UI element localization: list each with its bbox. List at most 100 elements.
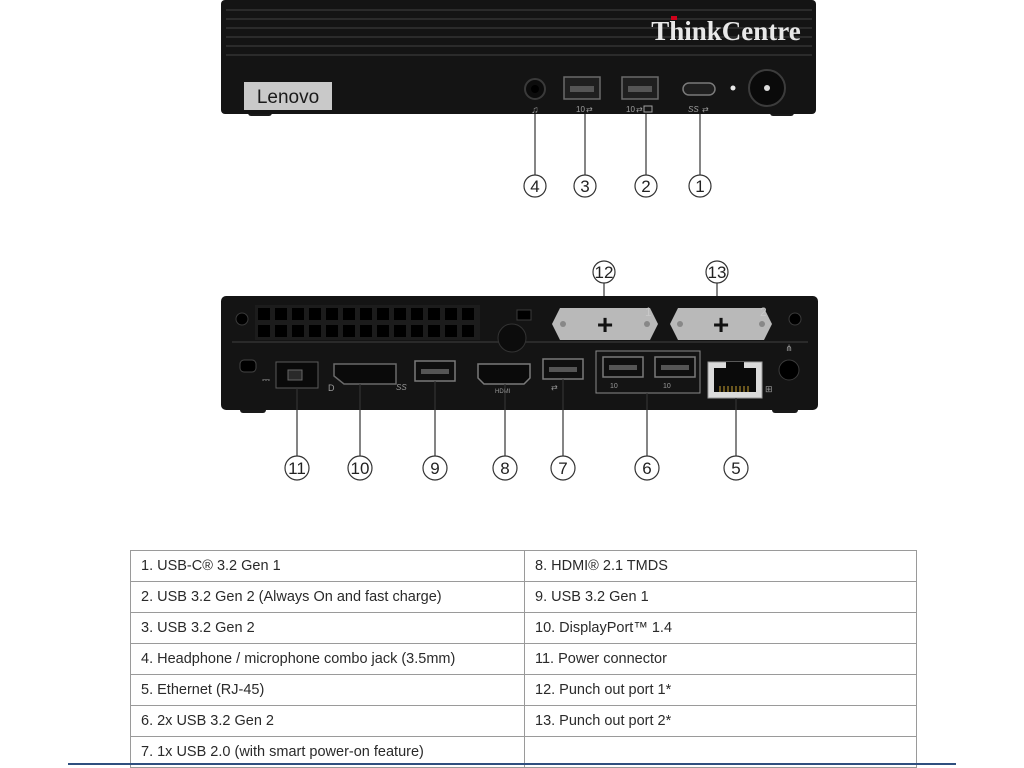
spec-cell-left: 5. Ethernet (RJ-45) xyxy=(130,674,525,706)
spec-cell-left: 1. USB-C® 3.2 Gen 1 xyxy=(130,550,525,582)
front-usbc-port-1 xyxy=(682,82,716,96)
security-slot xyxy=(239,359,257,373)
callout-10: 10 xyxy=(347,455,373,481)
front-callouts: 4 3 2 1 xyxy=(523,174,712,198)
vent-hole xyxy=(411,325,423,337)
vent-hole xyxy=(377,325,389,337)
punch-out-port-1: + xyxy=(552,308,658,340)
vent-hole xyxy=(445,308,457,320)
vent-hole xyxy=(462,308,474,320)
front-grille xyxy=(226,9,812,56)
plus-icon: + xyxy=(713,309,729,340)
callout-2: 2 xyxy=(634,174,658,198)
device-diagram: ThinkCentre Lenovo ♫ 10 ⇄ 10 ⇄ SS ⇄ xyxy=(221,0,818,481)
punch-out-1-label: 1 xyxy=(645,305,652,319)
screw-hole xyxy=(235,312,249,326)
audio-jack-core xyxy=(531,85,539,93)
hdmi-port xyxy=(477,363,531,385)
callout-4: 4 xyxy=(523,174,547,198)
rear-view: + 1 + 2 ⎓ D SS HDMI ⇄ xyxy=(221,296,818,413)
spec-cell-right xyxy=(524,736,917,768)
screw-hole xyxy=(788,312,802,326)
vent-hole xyxy=(445,325,457,337)
battery-icon xyxy=(643,105,653,113)
status-led xyxy=(730,85,736,91)
spec-cell-left: 4. Headphone / microphone combo jack (3.… xyxy=(130,643,525,675)
spec-cell-right: 10. DisplayPort™ 1.4 xyxy=(524,612,917,644)
network-icon: ⊞ xyxy=(765,384,773,394)
vent-hole xyxy=(309,308,321,320)
svg-text:13: 13 xyxy=(708,263,727,282)
rear-tab xyxy=(516,309,532,321)
vent-hole xyxy=(360,325,372,337)
vent-hole xyxy=(360,308,372,320)
front-view: ThinkCentre Lenovo ♫ 10 ⇄ 10 ⇄ SS ⇄ xyxy=(221,0,816,116)
rear-usb-6a-label: 10 xyxy=(610,383,618,390)
rear-leaders xyxy=(296,379,737,456)
vent-hole xyxy=(428,308,440,320)
svg-text:11: 11 xyxy=(288,459,306,478)
vent-hole xyxy=(275,325,287,337)
svg-text:2: 2 xyxy=(641,177,650,196)
vent-hole xyxy=(343,308,355,320)
thinkcentre-logo: ThinkCentre xyxy=(651,16,801,46)
spec-cell-left: 7. 1x USB 2.0 (with smart power-on featu… xyxy=(130,736,525,768)
vent-hole xyxy=(258,325,270,337)
vent-hole xyxy=(394,308,406,320)
callout-3: 3 xyxy=(573,174,597,198)
vent-hole xyxy=(411,308,423,320)
vent-hole xyxy=(292,325,304,337)
callout-9: 9 xyxy=(422,455,448,481)
svg-text:5: 5 xyxy=(731,459,740,478)
callout-11: 11 xyxy=(284,455,310,481)
svg-text:7: 7 xyxy=(558,459,567,478)
front-usbc-label: SS xyxy=(688,105,699,114)
svg-text:1: 1 xyxy=(695,177,704,196)
plus-icon: + xyxy=(597,309,613,340)
vent-hole xyxy=(292,308,304,320)
callout-1: 1 xyxy=(688,174,712,198)
rear-callouts: 11 10 9 8 7 6 5 xyxy=(284,455,749,481)
svg-text:10: 10 xyxy=(351,459,370,478)
spec-cell-right: 11. Power connector xyxy=(524,643,917,675)
rear-usb-9-label: SS xyxy=(396,383,407,392)
punch-out-port-2: + xyxy=(670,308,772,340)
callout-8: 8 xyxy=(492,455,518,481)
ethernet-pins xyxy=(719,386,749,392)
vent-holes xyxy=(258,308,474,337)
vent-hole xyxy=(428,325,440,337)
vent-hole xyxy=(394,325,406,337)
vent-hole xyxy=(326,308,338,320)
svg-text:6: 6 xyxy=(642,459,651,478)
spec-cell-right: 8. HDMI® 2.1 TMDS xyxy=(524,550,917,582)
spec-cell-left: 3. USB 3.2 Gen 2 xyxy=(130,612,525,644)
thinkcentre-logo-accent xyxy=(671,16,677,20)
spec-row: 5. Ethernet (RJ-45)12. Punch out port 1* xyxy=(130,674,917,706)
vent-hole xyxy=(377,308,389,320)
callout-13: 13 xyxy=(705,260,729,284)
spec-row: 4. Headphone / microphone combo jack (3.… xyxy=(130,643,917,675)
usb-icon: ⇄ xyxy=(586,105,593,114)
svg-text:4: 4 xyxy=(530,177,539,196)
bottom-rule xyxy=(68,763,956,765)
rear-usb-6b-label: 10 xyxy=(663,383,671,390)
lenovo-badge-label: Lenovo xyxy=(257,87,319,108)
vent-hole xyxy=(309,325,321,337)
front-usb-2-label: 10 xyxy=(626,105,635,114)
rear-thumbscrew xyxy=(497,323,527,353)
vent-hole xyxy=(326,325,338,337)
spec-row: 2. USB 3.2 Gen 2 (Always On and fast cha… xyxy=(130,581,917,613)
svg-text:9: 9 xyxy=(430,459,439,478)
usb-icon: ⇄ xyxy=(702,105,709,114)
rear-knob xyxy=(778,359,800,381)
vent-hole xyxy=(343,325,355,337)
svg-text:8: 8 xyxy=(500,459,509,478)
spec-cell-left: 2. USB 3.2 Gen 2 (Always On and fast cha… xyxy=(130,581,525,613)
front-leaders xyxy=(534,114,701,175)
power-icon xyxy=(764,85,770,91)
lenovo-badge xyxy=(244,82,332,110)
